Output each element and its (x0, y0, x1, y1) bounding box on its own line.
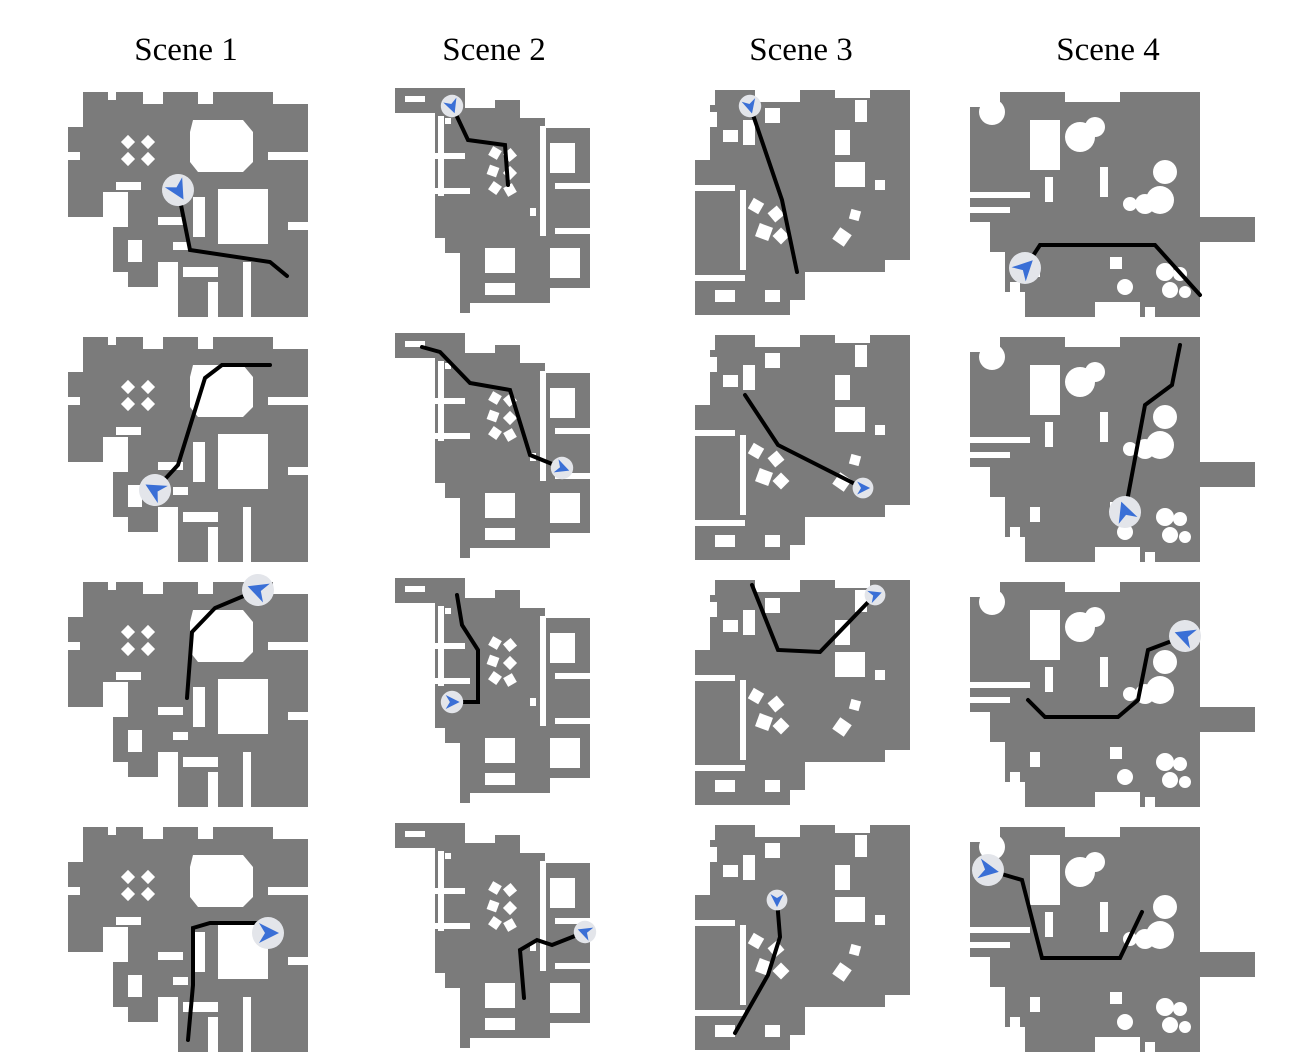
navigation-arrow-icon (852, 477, 874, 499)
trajectory-scene-2-row-4 (517, 930, 587, 1000)
map-scene-3-row-3 (695, 580, 910, 805)
navigation-arrow-icon (440, 690, 464, 714)
navigation-arrow-icon (766, 889, 788, 911)
trajectory-scene-4-row-4 (986, 868, 1144, 960)
trajectory-scene-3-row-1 (748, 104, 799, 274)
map-scene-4-row-3 (970, 582, 1255, 807)
scene-2-title: Scene 2 (442, 32, 546, 68)
trajectory-scene-1-row-3 (185, 588, 260, 700)
map-scene-2-row-3 (395, 578, 590, 803)
scene-4-title: Scene 4 (1056, 32, 1160, 68)
scene-3-title: Scene 3 (749, 32, 853, 68)
map-scene-4-row-1 (970, 92, 1255, 317)
trajectory-scene-4-row-3 (1026, 634, 1187, 719)
trajectory-scene-3-row-4 (733, 898, 783, 1035)
map-scene-4-row-2 (970, 337, 1255, 562)
trajectory-scene-3-row-3 (750, 583, 877, 655)
trajectory-scene-1-row-2 (153, 363, 272, 492)
map-scene-3-row-2 (695, 335, 910, 560)
map-scene-2-row-4 (395, 823, 590, 1048)
trajectory-scene-1-row-1 (176, 188, 289, 278)
trajectory-scene-2-row-3 (450, 593, 480, 704)
map-scene-4-row-4 (970, 827, 1255, 1052)
trajectory-scene-3-row-2 (743, 393, 865, 490)
trajectory-scene-4-row-2 (1123, 343, 1182, 514)
map-scene-1-row-1 (68, 92, 308, 317)
scene-1-title: Scene 1 (134, 32, 238, 68)
navigation-arrow-icon (252, 917, 284, 949)
map-scene-1-row-2 (68, 337, 308, 562)
map-scene-3-row-1 (695, 90, 910, 315)
trajectory-scene-2-row-1 (450, 104, 510, 187)
map-scene-3-row-4 (695, 825, 910, 1050)
trajectory-scene-1-row-4 (186, 921, 270, 1042)
trajectory-scene-2-row-2 (420, 345, 564, 470)
map-scene-2-row-2 (395, 333, 590, 558)
map-scene-2-row-1 (395, 88, 590, 313)
